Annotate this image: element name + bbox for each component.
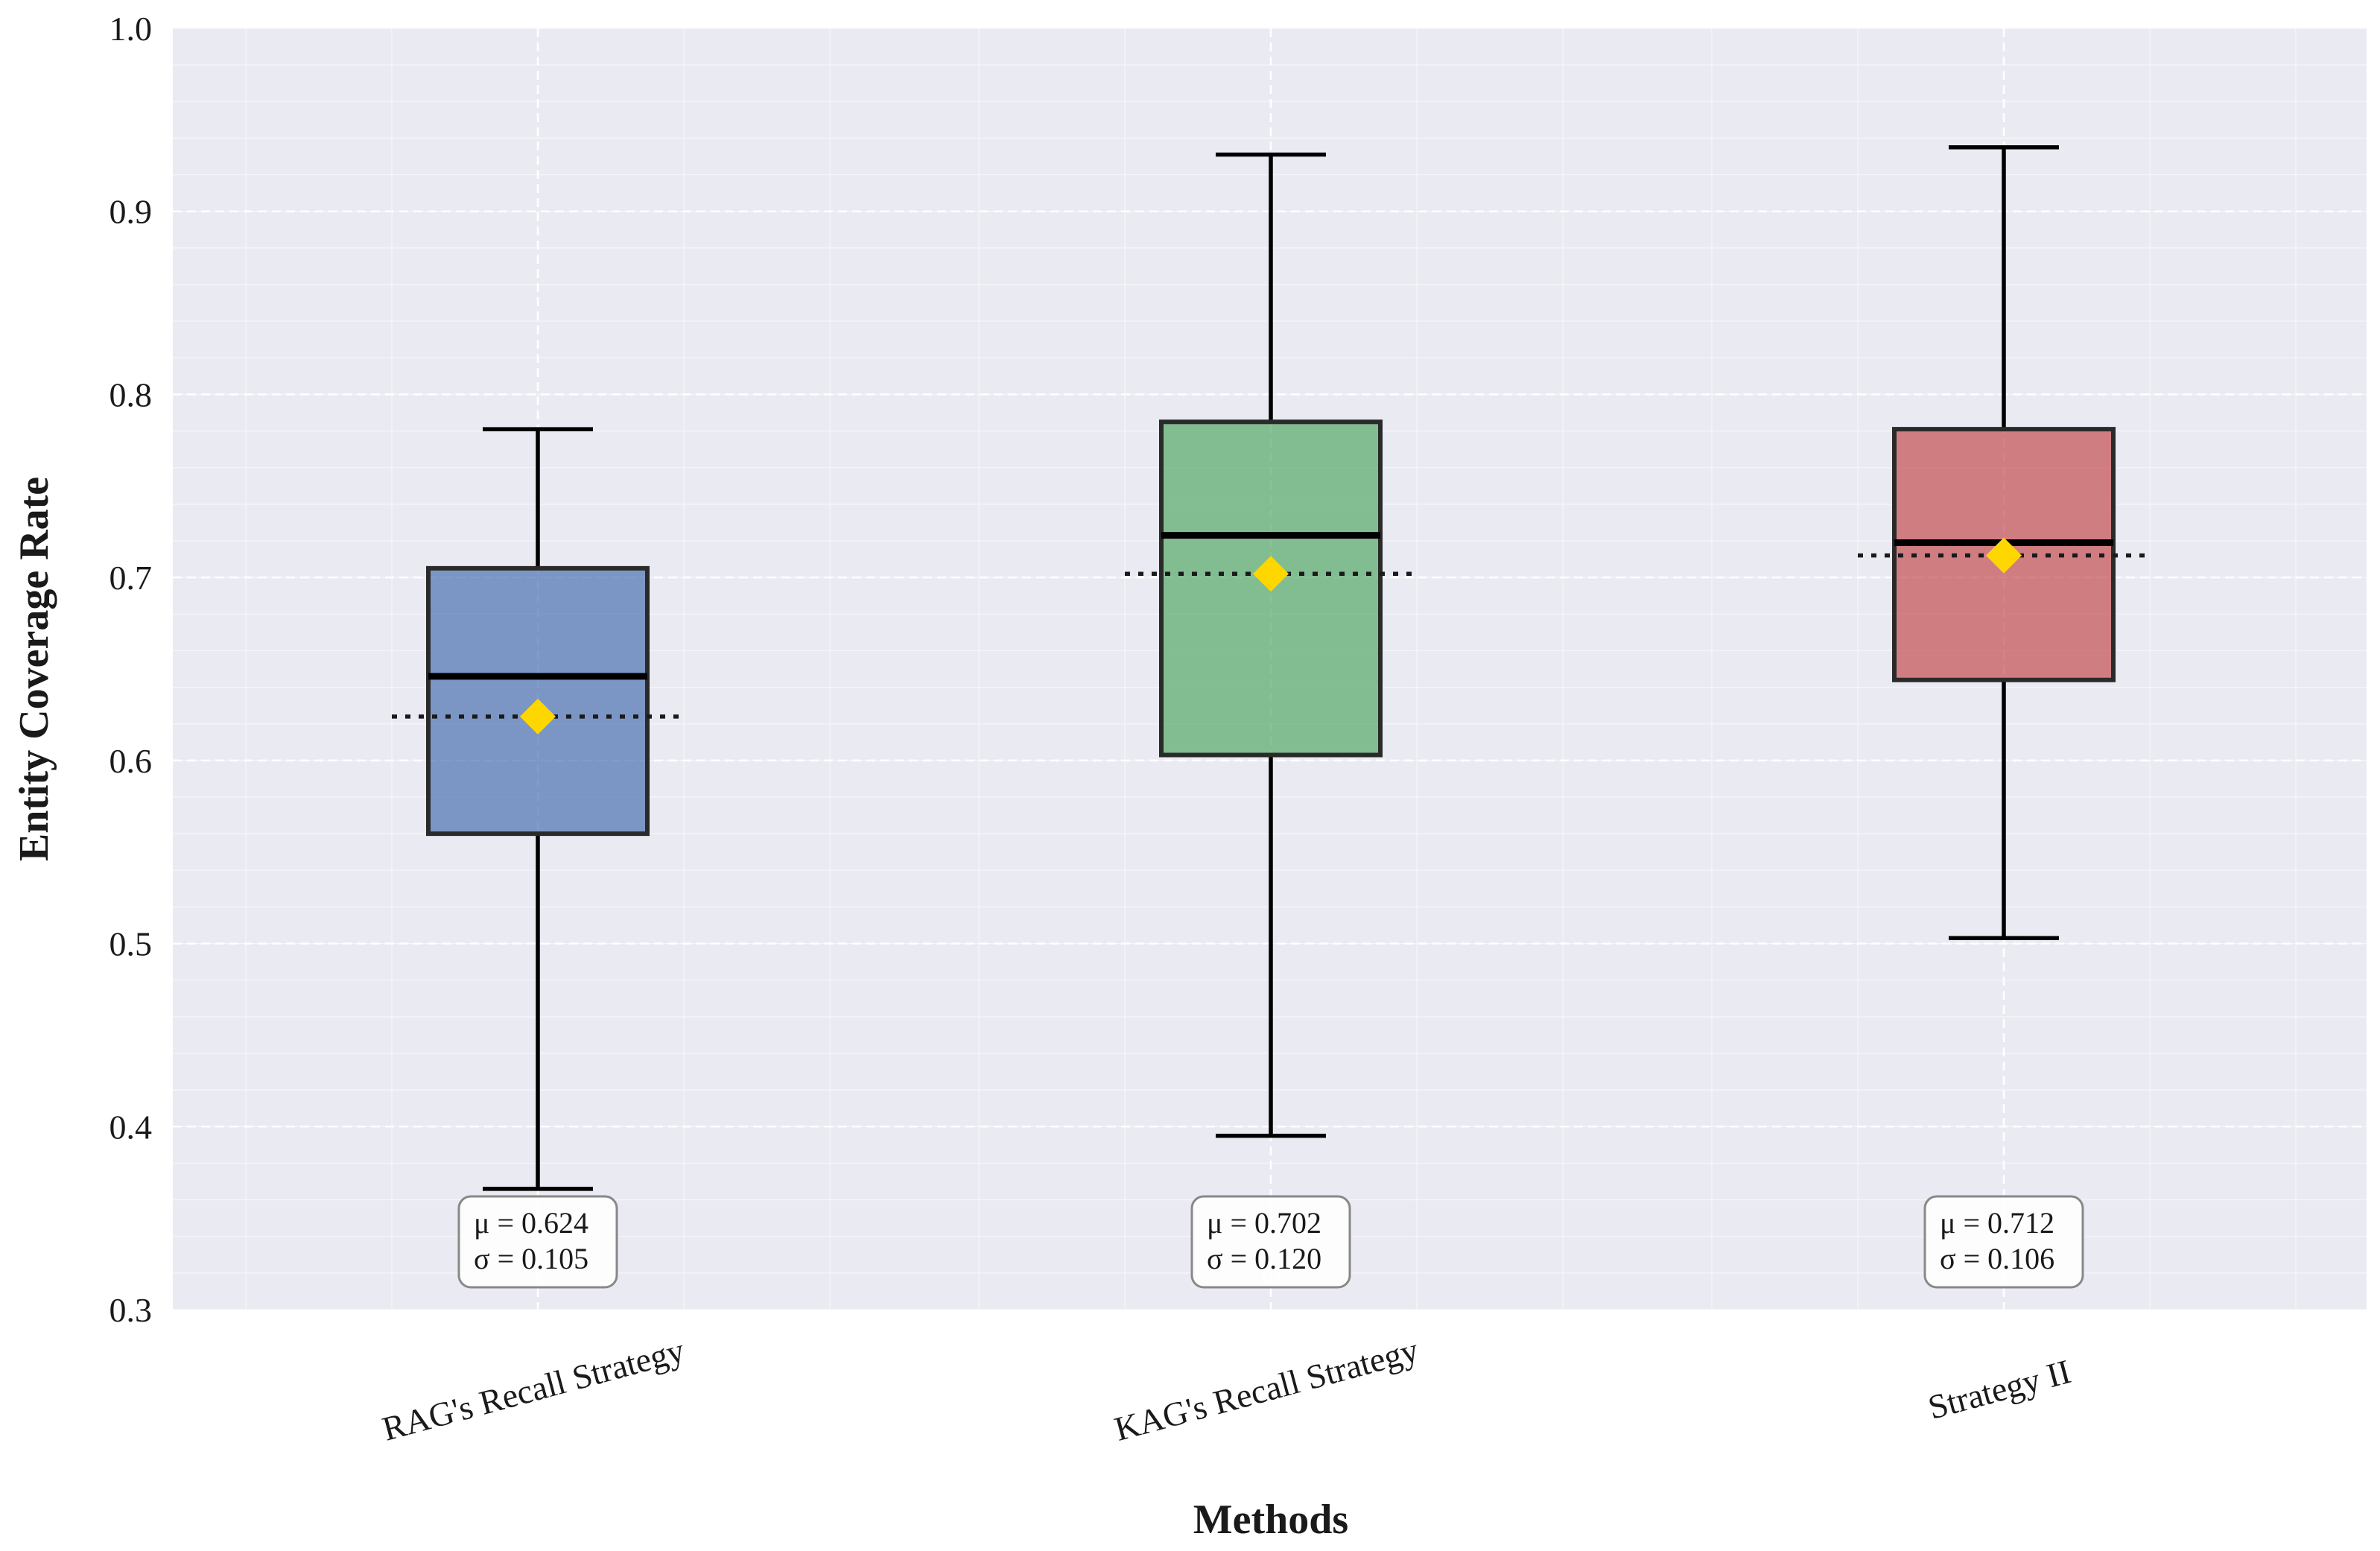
std-annotation-text: σ = 0.105 bbox=[474, 1242, 588, 1275]
stats-annotation-box bbox=[1190, 1195, 1351, 1289]
mean-marker bbox=[1253, 556, 1289, 592]
mean-marker bbox=[520, 698, 556, 735]
mean-annotation-text: μ = 0.702 bbox=[1207, 1206, 1321, 1240]
y-tick-label: 0.5 bbox=[110, 925, 153, 963]
y-tick-label: 0.3 bbox=[110, 1291, 153, 1329]
x-axis-ticks: RAG's Recall Strategy KAG's Recall Strate… bbox=[378, 1330, 2075, 1448]
y-tick-label: 0.6 bbox=[110, 742, 153, 780]
y-axis-label: Entity Coverage Rate bbox=[11, 477, 57, 861]
mean-annotation-text: μ = 0.712 bbox=[1940, 1206, 2054, 1240]
y-tick-label: 0.9 bbox=[110, 193, 153, 231]
y-tick-label: 1.0 bbox=[110, 10, 153, 48]
std-annotation-text: σ = 0.120 bbox=[1207, 1242, 1321, 1275]
y-tick-label: 0.8 bbox=[110, 375, 153, 413]
x-tick-label: KAG's Recall Strategy bbox=[1111, 1330, 1423, 1448]
x-axis-label: Methods bbox=[1193, 1497, 1348, 1543]
y-tick-label: 0.7 bbox=[110, 559, 153, 597]
x-tick-label: RAG's Recall Strategy bbox=[378, 1330, 688, 1447]
y-tick-label: 0.4 bbox=[110, 1108, 153, 1146]
y-axis-ticks: 0.3 0.4 0.5 0.6 0.7 0.8 0.9 1.0 bbox=[110, 10, 153, 1329]
stats-annotation-box bbox=[1923, 1195, 2084, 1289]
stats-annotation-box bbox=[457, 1195, 618, 1289]
x-tick-label: Strategy II bbox=[1924, 1352, 2075, 1427]
mean-marker bbox=[1986, 537, 2022, 574]
mean-annotation-text: μ = 0.624 bbox=[474, 1206, 588, 1240]
std-annotation-text: σ = 0.106 bbox=[1940, 1242, 2054, 1275]
